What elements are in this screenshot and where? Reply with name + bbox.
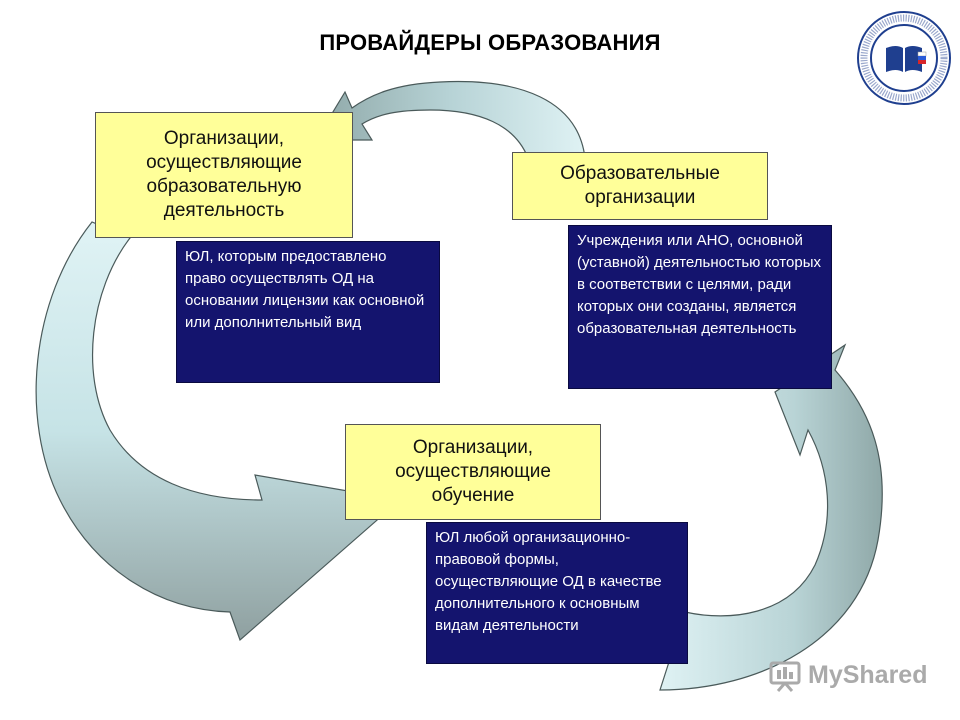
top-arrow xyxy=(314,80,586,159)
edu-orgs-label: Образовательные организации xyxy=(560,163,720,208)
watermark: MyShared xyxy=(768,658,927,692)
right-arrow xyxy=(659,343,883,691)
org-training-box: Организации, осуществляющие обучение xyxy=(345,424,601,520)
org-training-desc-text: ЮЛ любой организационно-правовой формы, … xyxy=(435,529,662,634)
presentation-icon xyxy=(769,661,801,692)
page-title: ПРОВАЙДЕРЫ ОБРАЗОВАНИЯ xyxy=(319,30,661,55)
org-training-description: ЮЛ любой организационно-правовой формы, … xyxy=(426,522,688,664)
edu-orgs-box: Образовательные организации xyxy=(512,152,768,220)
left-arrow xyxy=(35,221,402,642)
edu-orgs-description: Учреждения или АНО, основной (уставной) … xyxy=(568,225,832,389)
org-activity-desc-text: ЮЛ, которым предоставлено право осуществ… xyxy=(185,248,425,331)
watermark-text: MyShared xyxy=(808,660,928,689)
org-training-label: Организации, осуществляющие обучение xyxy=(395,437,551,506)
org-activity-description: ЮЛ, которым предоставлено право осуществ… xyxy=(176,241,440,383)
org-activity-label: Организации, осуществляющие образователь… xyxy=(146,128,302,221)
edu-orgs-desc-text: Учреждения или АНО, основной (уставной) … xyxy=(577,232,821,337)
org-activity-box: Организации, осуществляющие образователь… xyxy=(95,112,353,238)
logo-emblem-icon xyxy=(857,11,951,105)
